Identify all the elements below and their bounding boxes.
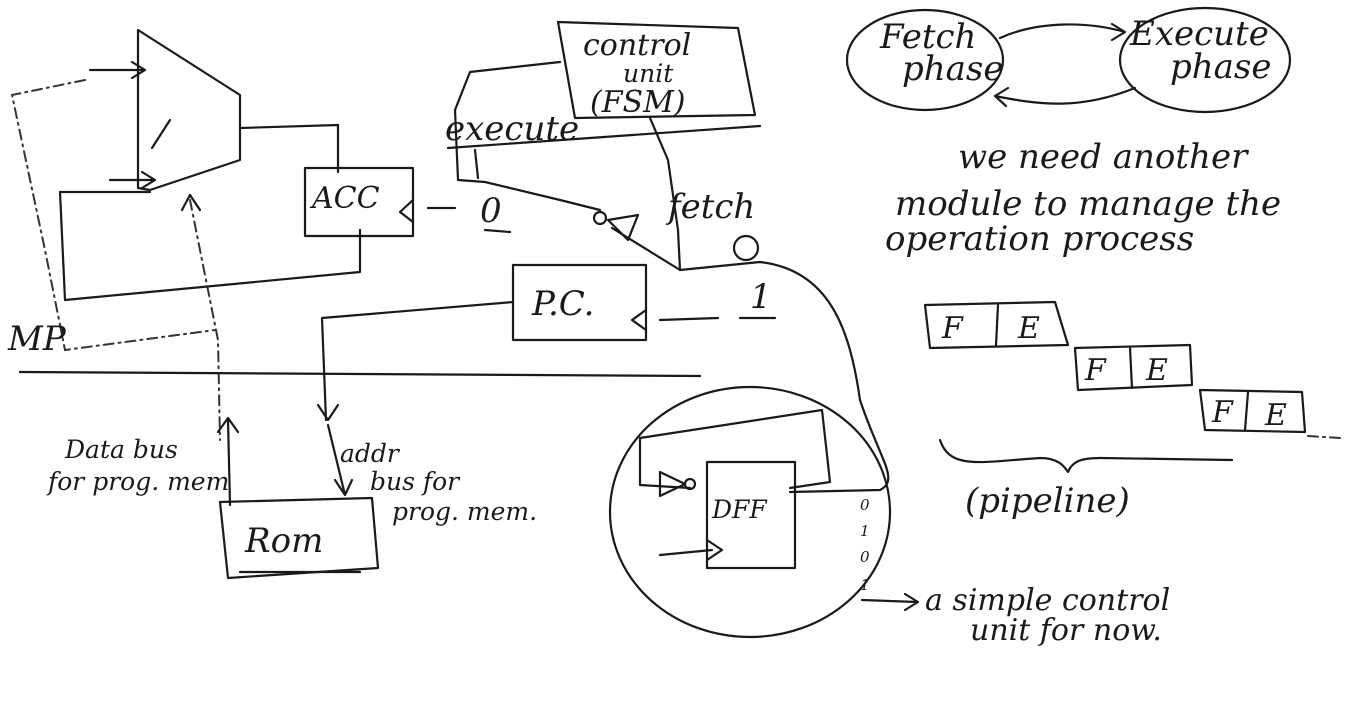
dff-label: DFF (711, 495, 768, 524)
note-line1: we need another (958, 137, 1249, 177)
pc-input-one: 1 (750, 277, 772, 317)
addr-bus-line3: prog. mem. (392, 497, 537, 526)
control-unit-fsm: control unit (FSM) (556, 20, 757, 120)
acc-register: ACC (303, 166, 415, 238)
addr-bus-line1: addr (340, 439, 401, 468)
execute-signal-wire (453, 60, 602, 212)
pipeline-stage-1: F E (923, 300, 1070, 350)
execute-label: execute (445, 109, 579, 149)
execute-phase-line1: Execute (1129, 14, 1269, 54)
fetch-phase-line1: Fetch (879, 17, 976, 57)
mp-label: MP (7, 319, 67, 359)
control-unit-line2: unit (623, 59, 674, 88)
fetch-to-execute-arrow (998, 22, 1127, 42)
mp-dashed-loop (10, 79, 216, 352)
fetch-label: fetch (665, 187, 755, 227)
execute-to-fetch-arrow (993, 86, 1137, 108)
data-bus-line2: for prog. mem (46, 467, 229, 496)
note-line3: operation process (885, 219, 1194, 259)
control-unit-line1: control (583, 28, 691, 63)
alu-shape (136, 28, 242, 192)
fetch-signal-wire (648, 116, 682, 272)
rom-block: Rom (218, 496, 380, 580)
pc-to-addr-bus-wire (320, 300, 515, 422)
pipeline-2-fetch: F (1084, 353, 1107, 388)
pipeline-1-execute: E (1017, 311, 1040, 346)
bit-1: 1 (860, 522, 870, 540)
pc-label: P.C. (531, 284, 594, 324)
acc-feedback-wire (58, 190, 362, 302)
pipeline-stage-2: F E (1073, 343, 1194, 392)
execute-phase-circle (1118, 6, 1292, 114)
pipeline-3-execute: E (1264, 398, 1287, 433)
pc-input-wire (658, 316, 720, 322)
alu-to-acc-wire (238, 123, 340, 174)
simple-cu-line2: unit for now. (970, 613, 1162, 648)
execute-phase-line2: phase (1170, 47, 1272, 87)
pipeline-continuation-dots (1307, 435, 1341, 439)
acc-zero-underline (483, 228, 512, 234)
pipeline-2-execute: E (1145, 353, 1168, 388)
acc-enable-zero: 0 (480, 191, 502, 231)
mp-divider-line (18, 370, 702, 378)
execute-underline (446, 124, 762, 150)
bit-2: 0 (860, 548, 870, 566)
data-bus-vertical-arrow (216, 416, 240, 507)
dff-inverter (658, 470, 687, 498)
simple-control-unit-circle (608, 385, 892, 639)
pipeline-brace (938, 438, 1234, 474)
fetch-zero-circle (732, 234, 760, 262)
dff-feedback-wire (638, 408, 832, 490)
simple-cu-line1: a simple control (925, 583, 1170, 618)
bit-0: 0 (860, 496, 870, 514)
rom-label: Rom (244, 521, 323, 561)
dff-inverter-bubble (683, 477, 697, 491)
data-bus-arrow-up (180, 193, 202, 212)
addr-bus-arrow-down (316, 403, 340, 422)
select-node-to-pc-wire (610, 226, 682, 272)
pipeline-stage-3: F E (1198, 388, 1307, 434)
dff-clock-arrow (658, 548, 714, 557)
pc-loop-wire (678, 260, 890, 494)
data-bus-line1: Data bus (64, 435, 178, 464)
note-line2: module to manage the (895, 184, 1281, 224)
dff-block: DFF (705, 460, 797, 570)
fetch-phase-circle (845, 8, 1005, 112)
acc-label: ACC (309, 181, 380, 216)
select-node (592, 210, 608, 226)
execute-to-acc-tick (473, 148, 480, 180)
control-unit-line3: (FSM) (590, 85, 686, 120)
select-node-arrow (606, 213, 640, 242)
simple-cu-pointer-arrow (860, 592, 920, 612)
addr-bus-line2: bus for (370, 467, 461, 496)
fetch-phase-line2: phase (902, 49, 1004, 89)
addr-bus-to-rom (326, 423, 354, 497)
program-counter: P.C. (511, 263, 648, 342)
pipeline-1-fetch: F (941, 311, 964, 346)
pipeline-label: (pipeline) (965, 481, 1130, 521)
alu-input-arrows (88, 60, 157, 190)
data-bus-dashed-line (189, 199, 221, 441)
pipeline-3-fetch: F (1211, 395, 1234, 430)
bit-3: 1 (860, 576, 870, 594)
